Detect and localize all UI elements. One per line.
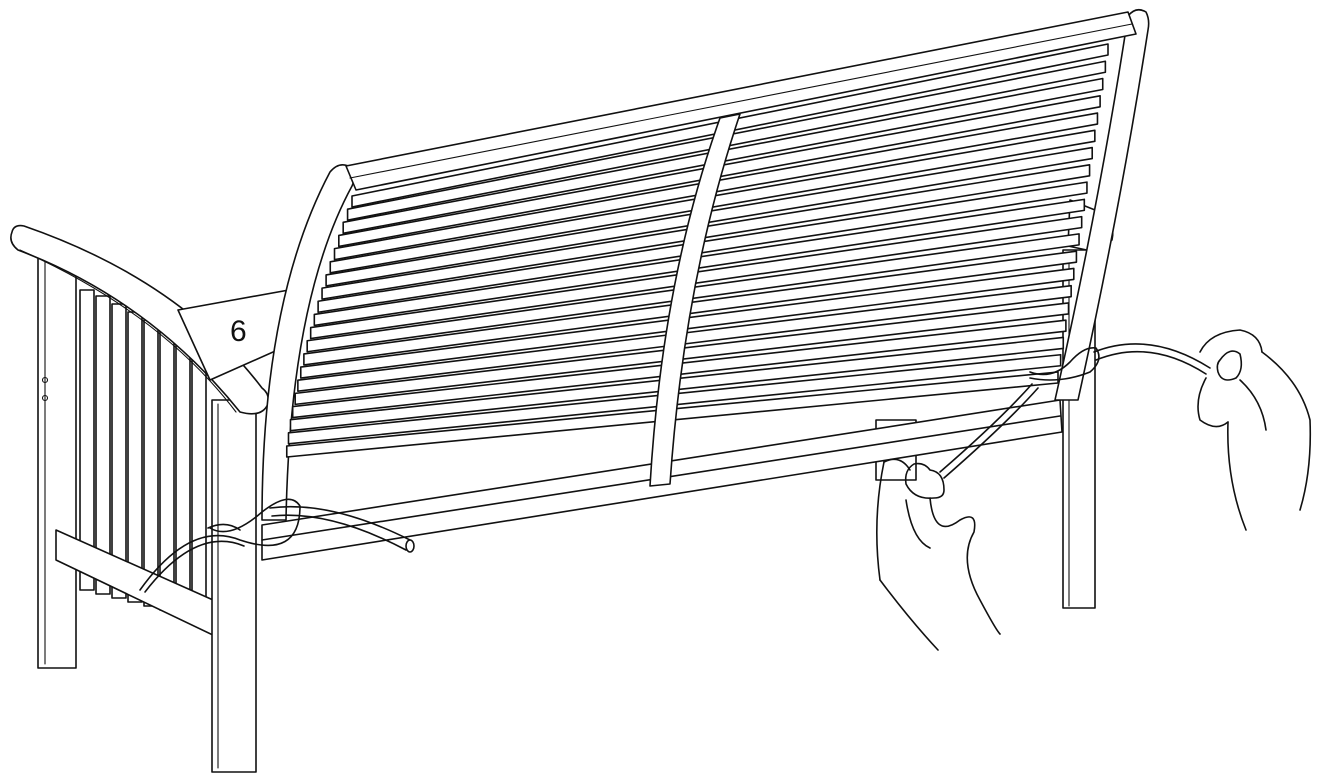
backrest [261, 8, 1150, 521]
right-hand [1197, 329, 1312, 531]
rope-right [939, 343, 1211, 479]
step-number: 6 [230, 315, 247, 348]
left-hand [876, 458, 1001, 651]
left-side-frame [37, 257, 257, 773]
rope-left [139, 498, 415, 593]
